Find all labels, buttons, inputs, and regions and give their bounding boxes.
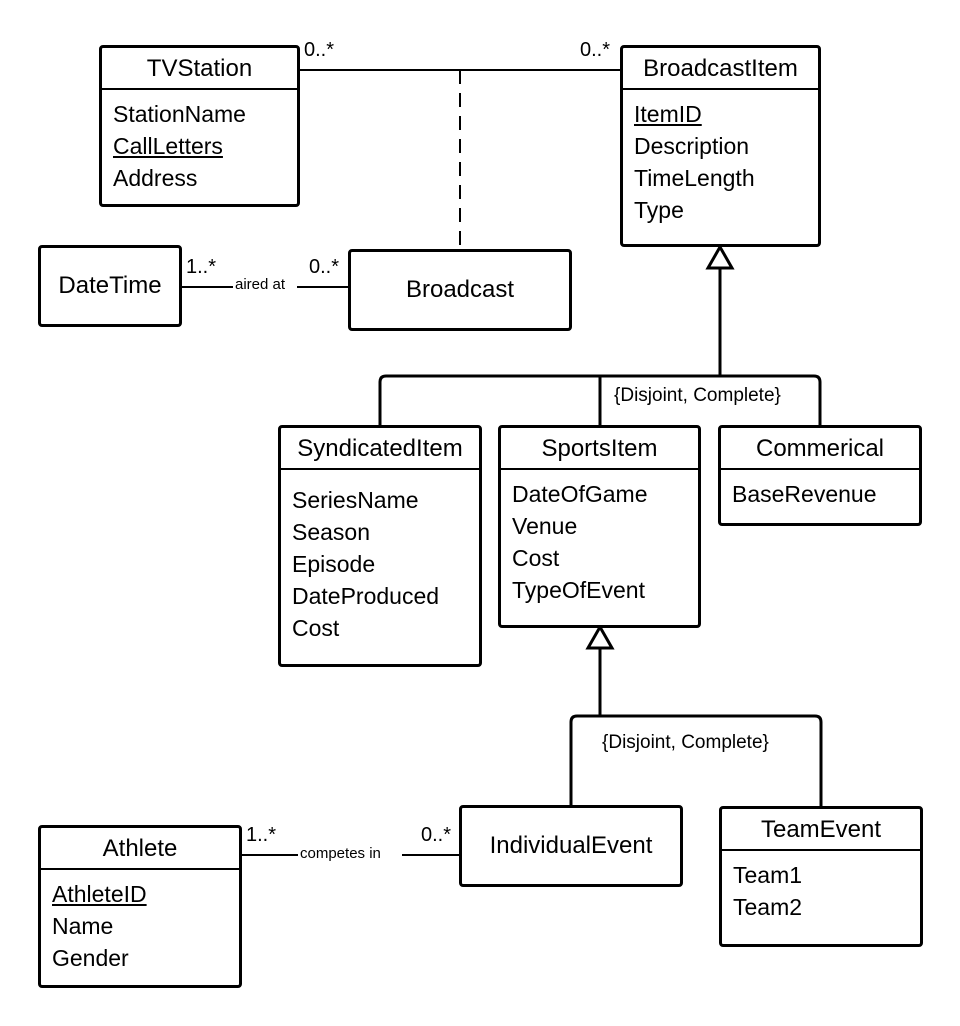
attribute: Name [52, 913, 114, 939]
key-attribute: ItemID [634, 101, 702, 127]
constraint-label-sportsitem: {Disjoint, Complete} [602, 732, 769, 753]
attribute-list: StationName CallLetters Address [102, 90, 297, 194]
class-athlete[interactable]: Athlete AthleteID Name Gender [38, 825, 242, 988]
class-syndicateditem[interactable]: SyndicatedItem SeriesName Season Episode… [278, 425, 482, 667]
attribute: Episode [292, 551, 376, 577]
class-name: Athlete [41, 828, 239, 870]
attribute: Cost [292, 615, 340, 641]
key-attribute: AthleteID [52, 881, 147, 907]
association-label-competes-in: competes in [300, 845, 381, 862]
attribute: Cost [512, 545, 560, 571]
class-name: IndividualEvent [489, 832, 653, 859]
class-name: Commerical [721, 428, 919, 470]
multiplicity-athlete: 1..* [246, 824, 276, 846]
class-name: TeamEvent [722, 809, 920, 851]
multiplicity-individualevent: 0..* [421, 824, 451, 846]
constraint-label-bg-1 [610, 381, 812, 409]
attribute-list: ItemID Description TimeLength Type [623, 90, 818, 226]
multiplicity-broadcast: 0..* [309, 256, 339, 278]
multiplicity-broadcastitem: 0..* [580, 39, 610, 61]
class-broadcast[interactable]: Broadcast [348, 249, 572, 331]
attribute: Team1 [733, 862, 803, 888]
attribute-list: SeriesName Season Episode DateProduced C… [281, 470, 479, 644]
class-broadcastitem[interactable]: BroadcastItem ItemID Description TimeLen… [620, 45, 821, 247]
attribute: TimeLength [634, 165, 755, 191]
attribute: Season [292, 519, 371, 545]
constraint-label-bg-2 [598, 728, 804, 756]
attribute-list: Team1 Team2 [722, 851, 920, 923]
attribute: Venue [512, 513, 578, 539]
attribute: DateOfGame [512, 481, 648, 507]
attribute-list: BaseRevenue [721, 470, 919, 510]
class-datetime[interactable]: DateTime [38, 245, 182, 327]
attribute: Address [113, 165, 198, 191]
generalization-branch-sportsitem-children [569, 714, 823, 808]
attribute: SeriesName [292, 487, 419, 513]
attribute: StationName [113, 101, 246, 127]
class-name: SportsItem [501, 428, 698, 470]
attribute: Team2 [733, 894, 803, 920]
class-name: SyndicatedItem [281, 428, 479, 470]
class-name: BroadcastItem [623, 48, 818, 90]
class-name: TVStation [102, 48, 297, 90]
attribute: Gender [52, 945, 129, 971]
class-name: DateTime [58, 272, 162, 299]
association-label-aired-at: aired at [235, 276, 286, 293]
attribute-list: DateOfGame Venue Cost TypeOfEvent [501, 470, 698, 606]
class-sportsitem[interactable]: SportsItem DateOfGame Venue Cost TypeOfE… [498, 425, 701, 628]
attribute: TypeOfEvent [512, 577, 645, 603]
aired-at-label-bg [233, 274, 297, 294]
class-individualevent[interactable]: IndividualEvent [459, 805, 683, 887]
generalization-arrowhead-broadcastitem [705, 243, 735, 270]
attribute: Type [634, 197, 684, 223]
class-teamevent[interactable]: TeamEvent Team1 Team2 [719, 806, 923, 947]
constraint-label-broadcastitem: {Disjoint, Complete} [614, 385, 781, 406]
attribute: DateProduced [292, 583, 440, 609]
key-attribute: CallLetters [113, 133, 223, 159]
multiplicity-tvstation: 0..* [304, 39, 334, 61]
attribute: Description [634, 133, 750, 159]
multiplicity-datetime: 1..* [186, 256, 216, 278]
class-name: Broadcast [405, 276, 515, 303]
generalization-arrowhead-sportsitem [585, 623, 615, 650]
attribute-list: AthleteID Name Gender [41, 870, 239, 974]
class-tvstation[interactable]: TVStation StationName CallLetters Addres… [99, 45, 300, 207]
attribute: BaseRevenue [732, 481, 877, 507]
class-commerical[interactable]: Commerical BaseRevenue [718, 425, 922, 526]
competes-in-label-bg [298, 843, 402, 863]
